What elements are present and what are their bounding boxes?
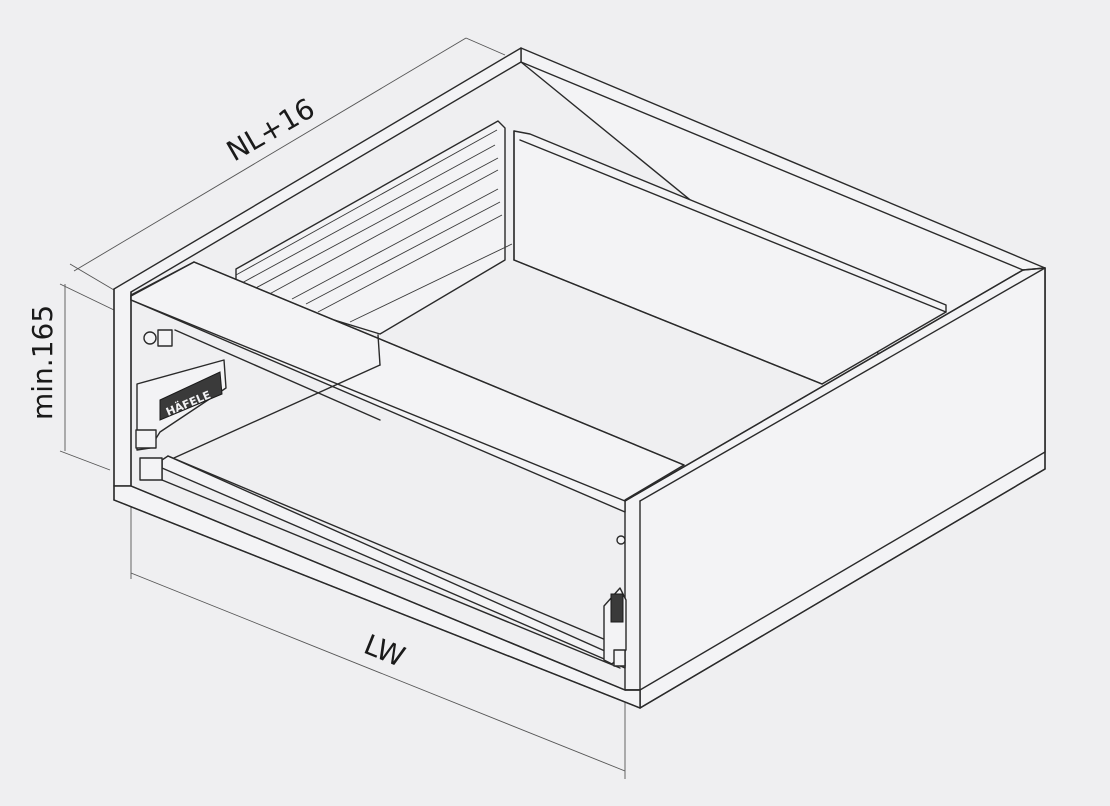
right-runner-end [613,649,626,667]
right-runner-hardware [603,535,627,667]
height-dimension [59,283,115,471]
brand-plate [159,371,223,421]
runner-end [139,457,163,481]
depth-dimension [69,37,506,291]
width-label: LW [359,628,409,674]
drawer-box [130,120,947,669]
depth-label: NL+16 [221,92,320,168]
runner-clip [135,429,157,449]
adjuster-screw [143,331,157,345]
right-adjuster-screw [616,535,626,545]
height-label: min.165 [26,305,59,420]
left-runner-hardware: HÄFELE [135,329,227,481]
cabinet-bottom [113,485,641,709]
adjuster-block [157,329,173,347]
right-runner-clip [610,593,624,623]
